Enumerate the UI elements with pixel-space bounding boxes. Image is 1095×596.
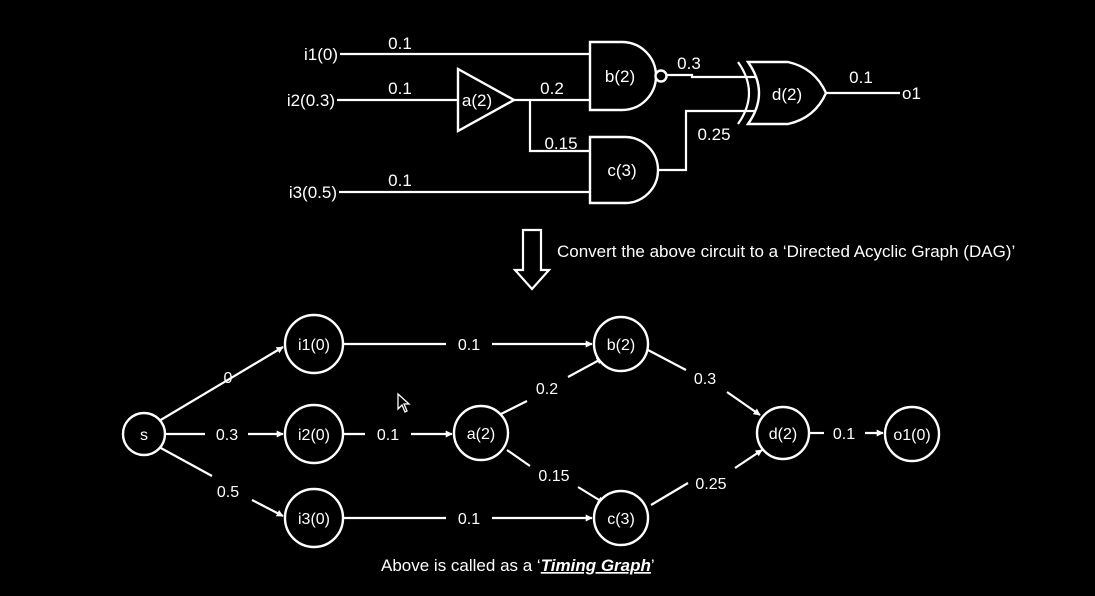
wire-weight-c-d: 0.25 xyxy=(697,125,730,144)
edge-weight-a-b: 0.2 xyxy=(536,381,558,398)
circuit: i1(0) i2(0.3) i3(0.5) 0.1 0.1 0.1 0.2 0.… xyxy=(287,34,921,205)
edge-a-b-part1 xyxy=(500,400,528,415)
graph-node-i2: i2(0) xyxy=(283,403,345,465)
nand-gate-b: b(2) xyxy=(588,40,668,112)
conversion-instruction: Convert the above circuit to a ‘Directed… xyxy=(557,242,1015,261)
wire-weight-a-b: 0.2 xyxy=(540,79,564,98)
edge-a-b-part2 xyxy=(567,357,604,378)
edge-weight-s-i2: 0.3 xyxy=(216,427,238,444)
conversion-arrow-icon xyxy=(512,228,552,291)
output-label-o1: o1 xyxy=(902,84,921,103)
graph-node-label-o1: o1(0) xyxy=(893,427,930,444)
edge-weight-i1-b: 0.1 xyxy=(458,337,480,354)
edge-weight-d-o1: 0.1 xyxy=(833,426,855,443)
edge-weight-i3-c: 0.1 xyxy=(458,511,480,528)
caption-emphasis: Timing Graph xyxy=(541,556,651,575)
graph-node-o1: o1(0) xyxy=(883,405,941,463)
edge-s-i3-part2 xyxy=(251,499,284,517)
edge-s-i1 xyxy=(158,346,284,422)
or-gate-d: d(2) xyxy=(737,60,828,126)
edge-weight-i2-a: 0.1 xyxy=(377,427,399,444)
wire-weight-i1-b: 0.1 xyxy=(388,34,412,53)
edge-b-d-part1 xyxy=(647,349,687,371)
wire-b-d xyxy=(667,73,760,79)
gate-label-d: d(2) xyxy=(772,85,802,104)
edge-weight-a-c: 0.15 xyxy=(538,468,569,485)
graph-node-label-d: d(2) xyxy=(769,426,797,443)
edge-b-d-part2 xyxy=(726,391,761,416)
input-label-i1: i1(0) xyxy=(304,45,338,64)
graph-node-label-i3: i3(0) xyxy=(298,511,330,528)
edge-weight-b-d: 0.3 xyxy=(694,371,716,388)
graph-node-d: d(2) xyxy=(755,405,811,461)
input-label-i2: i2(0.3) xyxy=(287,91,335,110)
wire-c-d xyxy=(658,109,760,172)
edge-s-i3-part1 xyxy=(158,446,213,477)
caption-prefix: Above is called as a ‘ xyxy=(381,556,541,575)
graph-node-label-a: a(2) xyxy=(467,426,495,443)
graph-node-label-s: s xyxy=(140,427,148,444)
graph-node-b: b(2) xyxy=(592,315,650,373)
graph-node-label-i1: i1(0) xyxy=(298,337,330,354)
wire-weight-b-d: 0.3 xyxy=(677,54,701,73)
wire-weight-d-o1: 0.1 xyxy=(849,68,873,87)
edge-c-d-part2 xyxy=(734,449,763,469)
graph-node-c: c(3) xyxy=(592,489,650,547)
and-gate-c: c(3) xyxy=(588,135,660,205)
wire-a-c xyxy=(528,100,590,153)
edge-a-c-part1 xyxy=(506,449,531,467)
graph-node-a: a(2) xyxy=(452,404,510,462)
graph-node-s: s xyxy=(121,411,167,457)
gate-label-c: c(3) xyxy=(607,161,636,180)
graph-node-label-b: b(2) xyxy=(607,337,635,354)
gate-label-a: a(2) xyxy=(462,91,492,110)
buffer-gate-a: a(2) xyxy=(456,66,517,134)
wire-weight-i3-c: 0.1 xyxy=(388,171,412,190)
graph-node-label-i2: i2(0) xyxy=(298,427,330,444)
gate-label-b: b(2) xyxy=(605,67,635,86)
graph-node-i1: i1(0) xyxy=(283,313,345,375)
mouse-cursor-icon xyxy=(397,392,411,413)
edge-weight-s-i3: 0.5 xyxy=(217,484,239,501)
timing-graph-caption: Above is called as a ‘Timing Graph’ xyxy=(381,556,655,575)
edge-weight-s-i1: 0 xyxy=(224,370,233,387)
edge-c-d-part1 xyxy=(650,482,689,506)
caption-suffix: ’ xyxy=(651,556,655,575)
edge-weight-c-d: 0.25 xyxy=(695,476,726,493)
timing-graph: 0 0.3 0.5 0.1 0.1 0.1 0.2 0.15 0.3 0.25 … xyxy=(121,313,941,549)
wire-weight-i2-a: 0.1 xyxy=(388,79,412,98)
input-label-i3: i3(0.5) xyxy=(289,183,337,202)
graph-node-i3: i3(0) xyxy=(283,487,345,549)
wire-weight-a-c: 0.15 xyxy=(544,134,577,153)
graph-node-label-c: c(3) xyxy=(607,511,635,528)
